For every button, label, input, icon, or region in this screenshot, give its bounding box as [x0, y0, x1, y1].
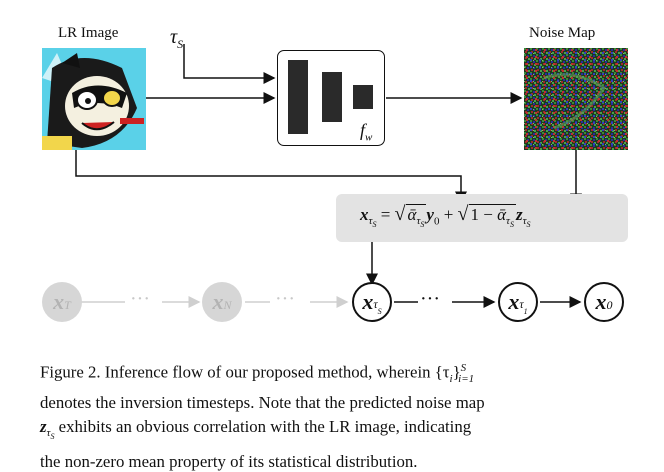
- network-layer-1: [288, 60, 308, 134]
- ellipsis-faded-2: ···: [275, 288, 295, 310]
- network-label: fw: [360, 120, 373, 144]
- caption-line-1: Figure 2. Inference flow of our proposed…: [40, 362, 475, 385]
- network-layer-3: [353, 85, 373, 109]
- flow-arrows: [75, 44, 582, 308]
- caption-line-3: zτS exhibits an obvious correlation with…: [40, 416, 472, 442]
- forward-diffusion-formula: xτS = √ᾱτSy0 + √1 − ᾱτSzτS: [360, 203, 531, 230]
- noise-map-label: Noise Map: [529, 25, 596, 41]
- formula-box: [336, 194, 628, 242]
- ellipsis: ···: [420, 288, 440, 310]
- lr-image-label: LR Image: [58, 25, 119, 41]
- timestep-input-label: τS: [170, 26, 184, 51]
- ellipsis-faded-1: ···: [130, 288, 150, 310]
- caption-line-2: denotes the inversion timesteps. Note th…: [40, 392, 485, 412]
- noise-map: [524, 48, 628, 150]
- caption-line-4: the non-zero mean property of its statis…: [40, 451, 418, 471]
- network-layer-2: [322, 72, 342, 122]
- lr-image: [42, 48, 146, 150]
- figure-caption: Figure 2. Inference flow of our proposed…: [40, 356, 630, 472]
